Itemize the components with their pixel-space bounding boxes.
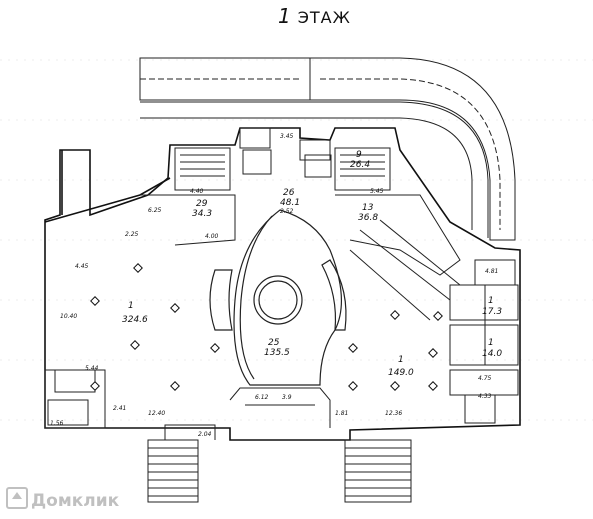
dim-label: 2.41 <box>113 405 126 412</box>
room-number-29: 29 <box>196 199 208 209</box>
domclick-watermark: Домклик <box>6 487 119 511</box>
room-number-r2: 1 <box>488 338 494 348</box>
room-area-29: 34.3 <box>192 209 212 219</box>
room-area-1-left: 324.6 <box>122 315 148 325</box>
floor-title: 1 ЭТАЖ <box>278 4 351 28</box>
dim-label: 3.45 <box>280 133 294 140</box>
columns <box>90 263 443 391</box>
room-number-13: 13 <box>362 203 374 213</box>
dim-label: 12.40 <box>148 410 165 417</box>
dim-label: 4.75 <box>478 375 492 382</box>
dim-label: 2.04 <box>198 431 212 438</box>
dim-label: 4.00 <box>205 233 219 240</box>
dim-label: 4.45 <box>75 263 89 270</box>
dim-label: 6.25 <box>148 207 162 214</box>
dim-label: 1.81 <box>335 410 348 417</box>
watermark-text: Домклик <box>31 491 120 511</box>
left-service-rooms <box>44 369 106 429</box>
room-area-9: 26.4 <box>350 160 370 170</box>
domclick-logo-icon <box>6 487 28 509</box>
dim-label: 6.12 <box>255 394 269 401</box>
ramp <box>139 57 516 241</box>
dim-label: 2.25 <box>125 231 139 238</box>
dim-label: 5.44 <box>85 365 99 372</box>
room-number-9: 9 <box>356 150 362 160</box>
room-area-r1: 17.3 <box>482 307 502 317</box>
dim-label: 5.45 <box>370 188 384 195</box>
entrance-stairs <box>147 387 412 503</box>
dim-label: 2.52 <box>280 208 294 215</box>
room-number-1-right: 1 <box>398 355 404 365</box>
room-number-r1: 1 <box>488 296 494 306</box>
dim-label: 10.40 <box>60 313 77 320</box>
room-area-1-right: 149.0 <box>388 368 414 378</box>
floor-label: ЭТАЖ <box>297 8 351 27</box>
room-number-1-left: 1 <box>128 301 134 311</box>
room-area-r2: 14.0 <box>482 349 502 359</box>
dim-label: 4.81 <box>485 268 498 275</box>
dim-label: 1.56 <box>50 420 64 427</box>
core-walls <box>140 127 461 321</box>
floor-number: 1 <box>278 4 292 28</box>
right-rooms <box>449 259 519 424</box>
room-number-25: 25 <box>268 338 280 348</box>
room-number-26: 26 <box>283 188 295 198</box>
room-area-26: 48.1 <box>280 198 300 208</box>
dim-label: 12.36 <box>385 410 402 417</box>
room-labels: 1 324.6 1 149.0 25 135.5 9 26.4 26 48.1 … <box>122 150 502 378</box>
room-area-25: 135.5 <box>264 348 290 358</box>
dim-label: 3.9 <box>282 394 292 401</box>
room-area-13: 36.8 <box>358 213 378 223</box>
dim-label: 4.33 <box>478 393 492 400</box>
dim-label: 4.40 <box>190 188 204 195</box>
atrium <box>209 209 347 386</box>
dimension-labels: 3.45 4.40 2.52 5.45 6.25 2.25 4.45 4.00 … <box>50 133 498 438</box>
